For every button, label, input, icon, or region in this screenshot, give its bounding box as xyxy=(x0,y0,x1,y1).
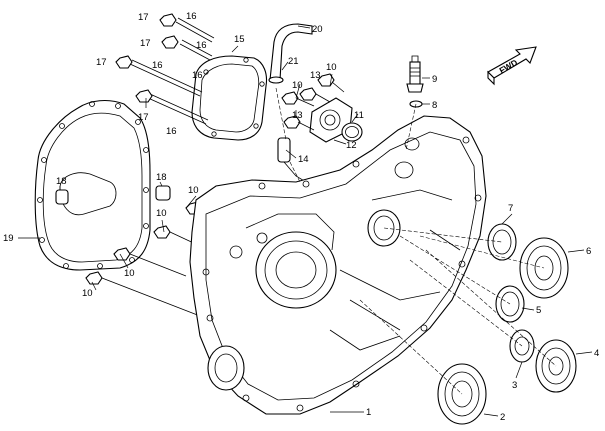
callout-10-d: 10 xyxy=(82,288,93,299)
callout-10-c: 10 xyxy=(124,268,135,279)
callout-17-b: 17 xyxy=(140,38,151,49)
callout-10-e: 10 xyxy=(292,80,303,91)
left-cover-gasket xyxy=(34,99,151,271)
callout-17-a: 17 xyxy=(138,12,149,23)
callout-16-e: 16 xyxy=(196,40,207,51)
callout-5: 5 xyxy=(536,305,541,316)
callout-12: 12 xyxy=(346,140,357,151)
leader-lines xyxy=(18,25,593,417)
callout-17-d: 17 xyxy=(138,112,149,123)
callout-16-a: 16 xyxy=(186,11,197,22)
fwd-arrow-icon: FWD xyxy=(487,46,537,86)
breather-hose xyxy=(268,23,313,84)
callout-9: 9 xyxy=(432,74,437,85)
callout-14: 14 xyxy=(298,154,309,165)
seal-7 xyxy=(487,223,517,261)
callout-16-c: 16 xyxy=(152,60,163,71)
callout-11: 11 xyxy=(354,110,364,121)
callout-15: 15 xyxy=(234,34,245,45)
case-bolts-left xyxy=(85,201,223,317)
callout-2: 2 xyxy=(500,412,505,423)
callout-10-f: 10 xyxy=(326,62,337,73)
o-ring xyxy=(341,122,363,142)
callout-13-a: 13 xyxy=(310,70,321,81)
oil-sensor xyxy=(406,55,424,93)
callout-16-d: 16 xyxy=(166,126,177,137)
assembly-lines xyxy=(275,87,557,395)
callout-17-c: 17 xyxy=(96,57,107,68)
callout-10-a: 10 xyxy=(188,185,199,196)
dowel-pins xyxy=(55,185,171,205)
crankcase-half xyxy=(189,115,487,415)
callout-labels: 1 2 3 4 5 6 7 8 9 10 10 10 10 10 10 10 1… xyxy=(3,11,599,423)
callout-16-b: 16 xyxy=(192,70,203,81)
callout-8: 8 xyxy=(432,100,437,111)
callout-18-a: 18 xyxy=(56,176,67,187)
case-cover-gasket xyxy=(191,55,268,141)
callout-21: 21 xyxy=(288,56,299,67)
callout-6: 6 xyxy=(586,246,591,257)
callout-1: 1 xyxy=(366,407,371,418)
callout-13-b: 13 xyxy=(292,110,303,121)
callout-3: 3 xyxy=(512,380,517,391)
callout-4: 4 xyxy=(594,348,599,359)
stud-bolts xyxy=(115,13,215,125)
callout-10-b: 10 xyxy=(156,208,167,219)
flange-bolts xyxy=(281,73,345,131)
callout-19: 19 xyxy=(3,233,14,244)
callout-18-b: 18 xyxy=(156,172,167,183)
callout-7: 7 xyxy=(508,203,513,214)
callout-20: 20 xyxy=(312,24,323,35)
